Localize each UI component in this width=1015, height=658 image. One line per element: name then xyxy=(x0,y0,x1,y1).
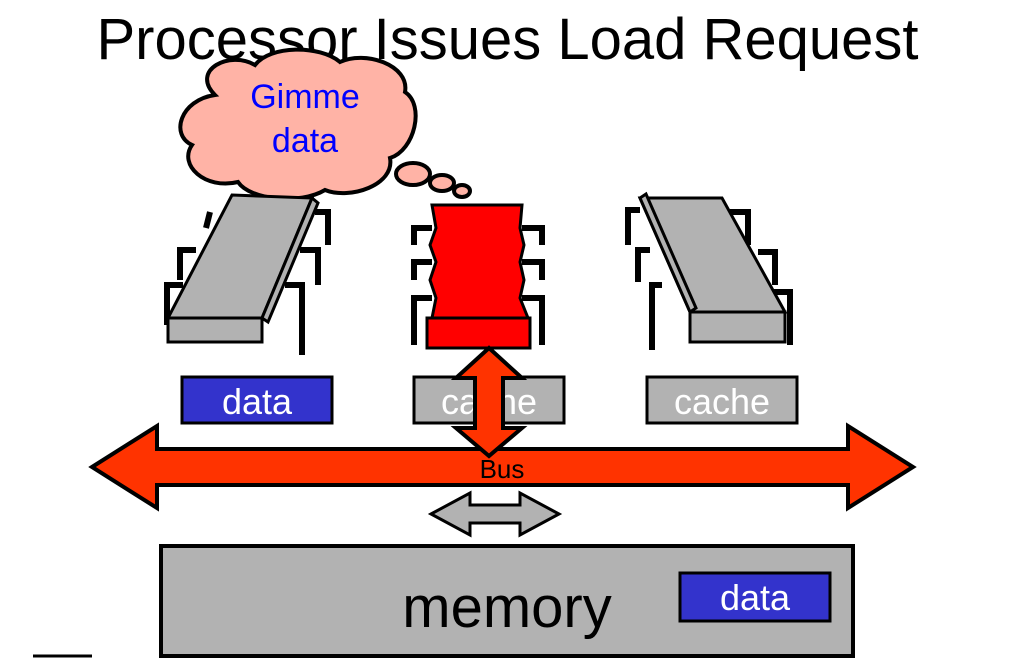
processor-3-label: cache xyxy=(674,381,770,422)
memory-block: memory data xyxy=(159,544,855,658)
bus-arrow xyxy=(88,422,917,512)
processor-chip-3 xyxy=(625,191,793,350)
memory-label: memory xyxy=(402,575,611,640)
bubble-text-line1: Gimme xyxy=(250,78,360,116)
request-arrow xyxy=(450,345,528,459)
thought-bubble: Gimme data xyxy=(178,47,472,201)
processor-1-label: data xyxy=(222,381,293,422)
memory-data-label: data xyxy=(720,577,791,618)
processor-3-cache: cache xyxy=(645,375,799,425)
bubble-text-line2: data xyxy=(272,122,338,160)
processor-chip-2 xyxy=(411,203,545,350)
bus-label: Bus xyxy=(480,454,525,484)
processor-1-storage: data xyxy=(180,375,334,425)
processor-chip-1 xyxy=(164,193,331,355)
bus-memory-arrow xyxy=(427,490,563,538)
